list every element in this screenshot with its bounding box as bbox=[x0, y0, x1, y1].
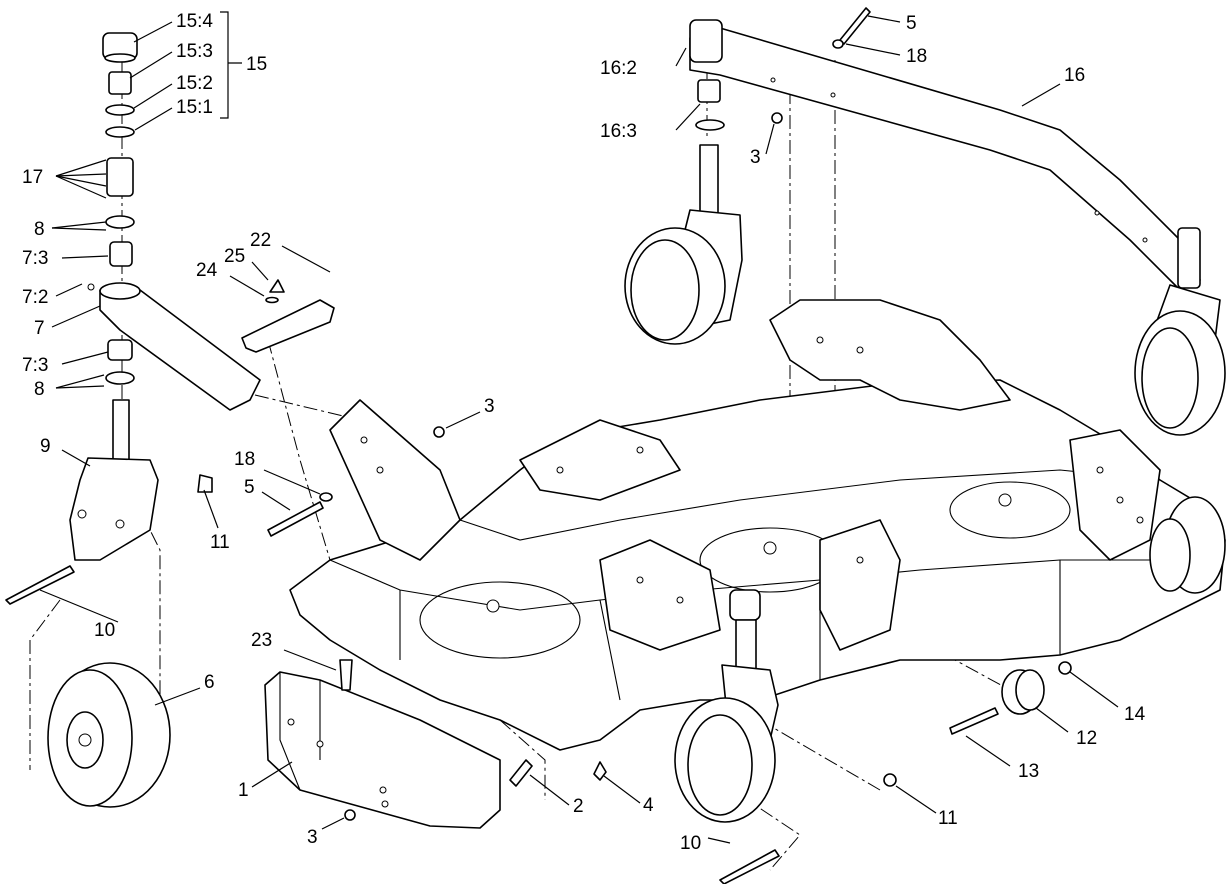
callout-label: 15:3 bbox=[176, 41, 213, 62]
leader-lines bbox=[39, 11, 1119, 844]
callout-label: 13 bbox=[1018, 761, 1039, 782]
callout-label: 3 bbox=[484, 396, 495, 417]
callout-label: 18 bbox=[906, 46, 927, 67]
callout-label: 16:3 bbox=[600, 121, 637, 142]
callout-label: 3 bbox=[750, 147, 761, 168]
callout-label: 15:4 bbox=[176, 11, 213, 32]
callout-label: 12 bbox=[1076, 728, 1097, 749]
mower-deck bbox=[289, 299, 1226, 751]
callout-label: 1 bbox=[238, 780, 249, 801]
callout-label: 5 bbox=[244, 477, 255, 498]
callout-label: 7:3 bbox=[22, 355, 48, 376]
callout-label: 4 bbox=[643, 795, 654, 816]
callout-label: 2 bbox=[573, 796, 584, 817]
callout-label: 11 bbox=[938, 808, 958, 829]
callout-label: 7 bbox=[34, 318, 45, 339]
part-2-bolt bbox=[509, 759, 533, 787]
left-caster-stack bbox=[87, 32, 261, 461]
callout-label: 8 bbox=[34, 379, 45, 400]
callout-label: 17 bbox=[22, 167, 43, 188]
part-4-bolt bbox=[593, 761, 607, 781]
callout-label: 16:2 bbox=[600, 58, 637, 79]
callout-label: 7:2 bbox=[22, 287, 48, 308]
callout-label: 16 bbox=[1064, 65, 1085, 86]
callout-label: 6 bbox=[204, 672, 215, 693]
callout-label: 5 bbox=[906, 13, 917, 34]
callout-label: 7:3 bbox=[22, 248, 48, 269]
callout-label: 11 bbox=[210, 532, 230, 553]
callout-label: 10 bbox=[680, 833, 701, 854]
part-25-nut bbox=[269, 279, 285, 293]
rear-caster-arm bbox=[624, 19, 1226, 436]
callout-label: 10 bbox=[94, 620, 115, 641]
callout-label: 14 bbox=[1124, 704, 1146, 725]
callout-label: 3 bbox=[307, 827, 318, 848]
part-22-cover bbox=[241, 299, 335, 353]
left-caster-fork-and-wheel bbox=[5, 457, 213, 808]
callout-label: 15 bbox=[246, 54, 267, 75]
callout-label: 22 bbox=[250, 230, 271, 251]
part-23-pin bbox=[339, 659, 353, 691]
callout-labels: 15:4 15:3 15:2 15:1 15 17 8 7:3 7:2 7 7:… bbox=[22, 11, 1146, 854]
part-5-bolt bbox=[267, 501, 324, 537]
part-10-bolt-lower bbox=[719, 849, 780, 884]
part-5-bolt-upper bbox=[839, 7, 871, 45]
callout-label: 23 bbox=[251, 630, 272, 651]
callout-label: 15:2 bbox=[176, 73, 213, 94]
callout-label: 8 bbox=[34, 219, 45, 240]
callout-label: 9 bbox=[40, 436, 51, 457]
front-bumper bbox=[264, 671, 501, 829]
hardware-fasteners bbox=[241, 7, 897, 884]
anti-scalp-roller bbox=[949, 661, 1072, 735]
callout-label: 25 bbox=[224, 246, 245, 267]
callout-label: 15:1 bbox=[176, 97, 213, 118]
front-right-caster bbox=[674, 589, 779, 823]
callout-label: 24 bbox=[196, 260, 218, 281]
callout-label: 18 bbox=[234, 449, 255, 470]
